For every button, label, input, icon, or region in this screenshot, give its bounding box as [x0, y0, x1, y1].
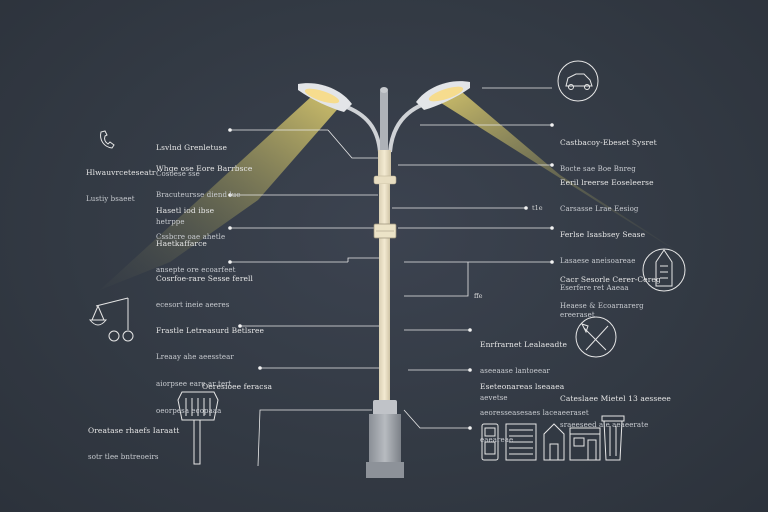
label-l3: Hasetl iod ibse Cssbcre oae ahetle [156, 188, 225, 251]
label-sub: Bracuteursse diend lue [156, 191, 241, 199]
label-sub: Bocte sae Boe Bnreg [560, 165, 636, 173]
label-sub2: aevetse [480, 394, 508, 402]
label-title: Oeresioee feracsa [202, 382, 273, 391]
label-left-top: Hlwauvrceteseatr Lustiy bsaeet [86, 150, 156, 213]
label-l2: Whge ose Eore Barrbsce Bracuteursse dien… [156, 146, 252, 236]
label-sub: ansepte ore ecoarfeet [156, 266, 236, 274]
label-title: Cacr Sesorle Cerer-Cereg [560, 275, 661, 284]
right-pole-arm [388, 102, 425, 153]
label-title: Enrfrarnet Lealaeadte [480, 340, 567, 349]
storefront-icon [569, 427, 601, 461]
car-icon [557, 60, 599, 102]
pole-base-collar [373, 400, 397, 416]
left-lamp-head [298, 83, 352, 112]
label-l5: Cosrfoe-rare Sesse ferell ecesort ineie … [156, 256, 253, 319]
label-sub2: aiorpsee eare ar tert [156, 380, 232, 388]
pole-top [380, 90, 388, 154]
label-sub3: ereeraset [560, 311, 595, 319]
label-title: Eeril lreerse Eoseleerse [560, 178, 654, 187]
label-left-bottom: Oreatase rhaefs Iaraatt sotr tlee bntreo… [88, 408, 179, 471]
label-l4: Haetkaffarce ansepte ore ecoarfeet [156, 221, 236, 284]
pole-base [369, 414, 401, 464]
phone-icon [100, 130, 115, 149]
label-title: Castbacoy-Ebeset Sysret [560, 138, 657, 147]
small-tag-a: t1e [532, 204, 543, 212]
label-title: Eseteonareas lseaaea [480, 382, 565, 391]
small-tag-b: ffe [474, 292, 483, 300]
label-sub: aeoresseasesaes laceaeeraset [480, 409, 589, 417]
label-sub2: Eserfere ret Aaeaa [560, 284, 629, 292]
label-title: Oreatase rhaefs Iaraatt [88, 426, 180, 435]
grid-panel-icon [505, 423, 537, 461]
label-title: Whge ose Eore Barrbsce [156, 164, 253, 173]
label-sub: Cssbcre oae ahetle [156, 233, 226, 241]
label-r3: Ferlse Isasbsey Sease Lasaese aneisoarea… [560, 212, 645, 329]
trash-bin-icon [601, 415, 625, 461]
label-r7: Cateslaee Mietel 13 aesseee sraeeseed al… [560, 376, 671, 439]
label-title: Frastle Letreasurd Betlsree [156, 326, 265, 335]
label-title: Haetkaffarce [156, 239, 207, 248]
label-title: Cosrfoe-rare Sesse ferell [156, 274, 254, 283]
right-lamp-head [416, 81, 470, 110]
pole-shaft [379, 184, 390, 410]
pole-bracket [373, 175, 397, 185]
label-r2: Eeril lreerse Eoseleerse Carsasse Lrae E… [560, 160, 654, 223]
label-l7: Oeresioee feracsa [202, 364, 272, 400]
label-sub: aseeaase lantoeear [480, 367, 550, 375]
label-sub: Lustiy bsaeet [86, 195, 135, 203]
connector-dots [228, 123, 554, 430]
label-title: Hlwauvrceteseatr [86, 168, 156, 177]
label-title: Lsvlnd Grenletuse [156, 143, 227, 152]
label-sub: Heaese & Ecoarnarerg [560, 302, 644, 310]
label-l1: Lsvlnd Grenletuse Cosoese sse [156, 125, 227, 188]
label-sub2: eaeareae [480, 436, 514, 444]
label-sub: sraeeseed ale aeaeerate [560, 421, 649, 429]
left-pole-arm [343, 104, 382, 153]
label-title: Hasetl iod ibse [156, 206, 215, 215]
connector-lines [230, 87, 552, 467]
label-l6: Frastle Letreasurd Betlsree Lreaay ahe a… [156, 308, 264, 425]
label-title: Ferlse Isasbsey Sease [560, 230, 646, 239]
label-r5: Enrfrarnet Lealaeadte aseeaase lantoeear… [480, 322, 567, 412]
left-light-beam [100, 96, 342, 290]
tools-icon [575, 316, 617, 358]
label-sub: sotr tlee bntreoeirs [88, 453, 159, 461]
label-sub: Cosoese sse [156, 170, 200, 178]
label-sub: Carsasse Lrae Eesiog [560, 205, 639, 213]
locker-icon [481, 423, 499, 461]
label-sub: Lasaese aneisoareae [560, 257, 636, 265]
label-r6: Eseteonareas lseaaea aeoresseasesaes lac… [480, 364, 589, 454]
label-sub3: oeorpesa ecopaaa [156, 407, 222, 415]
scale-icon [88, 297, 134, 342]
signpost-icon [177, 391, 219, 465]
house-icon [543, 423, 565, 461]
building-icon [642, 248, 686, 292]
right-light-beam [430, 92, 690, 260]
label-r1: Castbacoy-Ebeset Sysret Bocte sae Boe Bn… [560, 120, 657, 183]
pole-upper [378, 150, 391, 182]
label-sub2: hetrppe [156, 218, 185, 226]
label-r4: Cacr Sesorle Cerer-Cereg Heaese & Ecoarn… [560, 257, 661, 320]
label-sub: ecesort ineie aeeres [156, 301, 230, 309]
pole-footing [366, 462, 404, 478]
label-sub: Lreaay ahe aeesstear [156, 353, 234, 361]
label-title: Cateslaee Mietel 13 aesseee [560, 394, 671, 403]
